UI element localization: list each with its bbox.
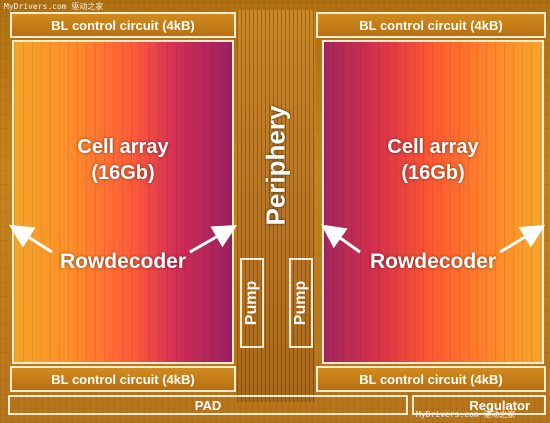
pump-right: Pump (289, 258, 313, 348)
periphery-column (237, 10, 315, 402)
cell-array-left-line1: Cell array (77, 136, 169, 158)
cell-array-left: Cell array (16Gb) Rowdecoder (12, 40, 234, 364)
bl-control-bottom-right-label: BL control circuit (4kB) (359, 371, 503, 387)
pad-label: PAD (194, 397, 222, 413)
rowdecoder-right-label: Rowdecoder (369, 250, 497, 273)
watermark-top: MyDrivers.com 驱动之家 (4, 2, 104, 11)
regulator-region: Regulator (412, 395, 546, 415)
regulator-label: Regulator (469, 397, 530, 413)
bl-control-bottom-left: BL control circuit (4kB) (10, 366, 236, 392)
pump-right-label: Pump (292, 280, 310, 326)
pump-left: Pump (240, 258, 264, 348)
watermark-bottom: MyDrivers.com 驱动之家 (416, 410, 516, 419)
arrow-left-outer (8, 224, 53, 254)
arrow-right-outer (499, 224, 546, 254)
periphery-label-box: Periphery (237, 90, 315, 240)
arrow-left-inner (189, 225, 238, 254)
periphery-label: Periphery (260, 105, 291, 225)
bl-control-bottom-left-label: BL control circuit (4kB) (51, 371, 195, 387)
arrow-right-inner (321, 224, 361, 254)
bl-control-top-left: BL control circuit (4kB) (10, 12, 236, 38)
bl-control-top-left-label: BL control circuit (4kB) (51, 17, 195, 33)
cell-array-left-line2: (16Gb) (91, 162, 155, 184)
cell-array-right-line2: (16Gb) (401, 162, 465, 184)
cell-array-right-line1: Cell array (387, 136, 479, 158)
cell-array-right: Cell array (16Gb) Rowdecoder (322, 40, 544, 364)
cell-array-right-title: Cell array (16Gb) (324, 134, 542, 186)
bl-control-top-right-label: BL control circuit (4kB) (359, 17, 503, 33)
rowdecoder-left-label: Rowdecoder (59, 250, 187, 273)
bl-control-top-right: BL control circuit (4kB) (316, 12, 546, 38)
pump-left-label: Pump (243, 280, 261, 326)
bl-control-bottom-right: BL control circuit (4kB) (316, 366, 546, 392)
cell-array-left-title: Cell array (16Gb) (14, 134, 232, 186)
pad-region: PAD (8, 395, 408, 415)
